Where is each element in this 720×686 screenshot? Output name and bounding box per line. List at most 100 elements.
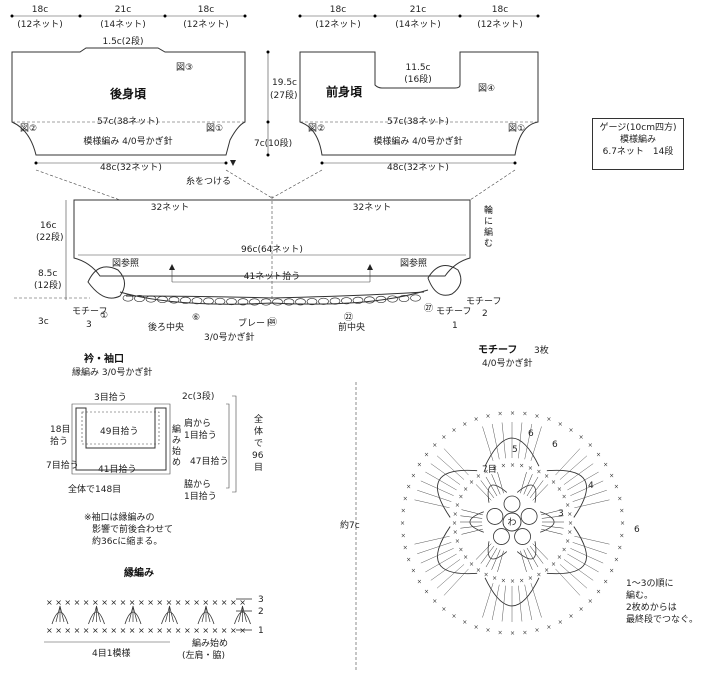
back-top-mid: 21c	[115, 5, 131, 15]
collar-side: 脇から	[184, 479, 211, 490]
front-neck-rows: (16段)	[404, 73, 431, 85]
sc-mark: ×	[579, 434, 584, 441]
sc-mark: ×	[536, 572, 541, 579]
sc-mark: ×	[557, 554, 562, 561]
front-neck: 11.5c	[406, 63, 431, 73]
sc-mark: ×	[455, 502, 460, 509]
sc-mark: ×	[528, 465, 533, 472]
back-top-left-sts: (12ネット)	[17, 19, 62, 30]
tr-stitch	[491, 423, 500, 460]
sc-mark: ×	[455, 538, 460, 545]
tr-stitch	[530, 583, 542, 618]
dc-stitch	[532, 543, 549, 560]
collar-pick41: 41目拾う	[98, 463, 136, 475]
shell-stitch	[165, 605, 174, 623]
sc-mark: ×	[510, 462, 515, 469]
sc-mark: ×	[484, 572, 489, 579]
tr-stitch	[574, 535, 610, 545]
skirt-h3: 3c	[38, 317, 49, 327]
sc-mark: ×	[156, 626, 163, 635]
sc-mark: ×	[588, 442, 593, 449]
sc-mark: ×	[569, 427, 574, 434]
back-top-right-sts: (12ネット)	[183, 19, 228, 30]
braid-label: ブレード	[238, 317, 274, 329]
side-dimensions: 19.5c (27段) 7c(10段)	[254, 50, 297, 157]
dc-stitch	[460, 525, 483, 529]
sc-mark: ×	[558, 619, 563, 626]
motif-n3: 3	[558, 509, 564, 519]
sc-mark: ×	[110, 626, 117, 635]
sc-mark: ×	[453, 529, 458, 536]
sc-mark: ×	[522, 629, 527, 636]
sc-mark: ×	[519, 577, 524, 584]
sc-mark: ×	[432, 442, 437, 449]
ref-left: 図参照	[112, 257, 139, 269]
ring-char-2: に	[484, 216, 493, 227]
sc-mark: ×	[230, 598, 237, 607]
motif-n5: 5	[512, 445, 518, 455]
collar-pick49: 49目拾う	[100, 425, 138, 437]
edging-start2: (左肩・脇)	[182, 649, 225, 661]
dc-stitch	[461, 528, 483, 535]
collar-pick3: 3目拾う	[94, 391, 127, 403]
tr-stitch	[414, 535, 450, 545]
dc-stitch	[529, 545, 544, 564]
sc-mark: ×	[567, 511, 572, 518]
tr-stitch	[501, 585, 506, 622]
tr-stitch	[524, 584, 533, 621]
tr-stitch	[524, 423, 533, 460]
motif-title: モチーフ	[478, 344, 517, 356]
tr-stitch	[482, 583, 494, 618]
dc-stitch	[460, 515, 483, 519]
sc-mark: ×	[588, 598, 593, 605]
back-width: 57c(38ネット)	[97, 116, 159, 127]
dc-stitch	[497, 472, 504, 494]
braid-loop	[226, 298, 237, 306]
front-top-left-sts: (12ネット)	[315, 19, 360, 30]
braid-loop	[260, 298, 272, 306]
ring-char-3: 編	[484, 226, 493, 238]
sc-mark: ×	[193, 598, 200, 607]
sc-mark: ×	[565, 502, 570, 509]
dc-stitch	[541, 528, 563, 535]
sc-mark: ×	[403, 544, 408, 551]
sc-mark: ×	[432, 598, 437, 605]
circle-1: ①	[100, 311, 108, 321]
sc-mark: ×	[452, 520, 457, 527]
sc-mark: ×	[510, 630, 515, 637]
front-top-mid-sts: (14ネット)	[395, 19, 440, 30]
back-top-left: 18c	[32, 5, 48, 15]
dc-stitch	[485, 476, 498, 497]
sc-mark: ×	[212, 626, 219, 635]
dc-stitch	[485, 547, 498, 568]
petal	[486, 508, 504, 525]
magic-ring	[502, 512, 522, 532]
collar-pick7: 7目拾う	[46, 459, 79, 471]
ref-right: 図参照	[400, 257, 427, 269]
tr-stitch	[563, 559, 594, 581]
dc-stitch	[491, 549, 501, 570]
braid-loop	[398, 294, 410, 303]
dc-stitch	[491, 474, 501, 495]
tr-stitch	[567, 553, 599, 573]
motif-section: モチーフ 3枚 4/0号かぎ針 約7c ××××××××××××××××××××…	[340, 344, 698, 670]
back-center: 後ろ中央	[148, 321, 184, 333]
sc-mark: ×	[221, 598, 228, 607]
motif1-number: 1	[452, 321, 458, 331]
tr-stitch	[430, 559, 461, 581]
edging-title: 縁編み	[124, 566, 154, 579]
tr-stitch	[570, 480, 604, 496]
sc-mark: ×	[202, 626, 209, 635]
sc-mark: ×	[546, 416, 551, 423]
sc-mark: ×	[562, 494, 567, 501]
braid-loop	[295, 298, 306, 306]
sc-mark: ×	[110, 598, 117, 607]
collar-start-4: め	[172, 457, 181, 468]
dc-stitch	[526, 547, 539, 568]
sc-mark: ×	[609, 568, 614, 575]
ring-char-1: 輪	[484, 204, 493, 216]
skirt-right-net: 32ネット	[353, 202, 391, 213]
sc-mark: ×	[129, 598, 136, 607]
skirt-h85-rows: (12段)	[34, 279, 61, 291]
